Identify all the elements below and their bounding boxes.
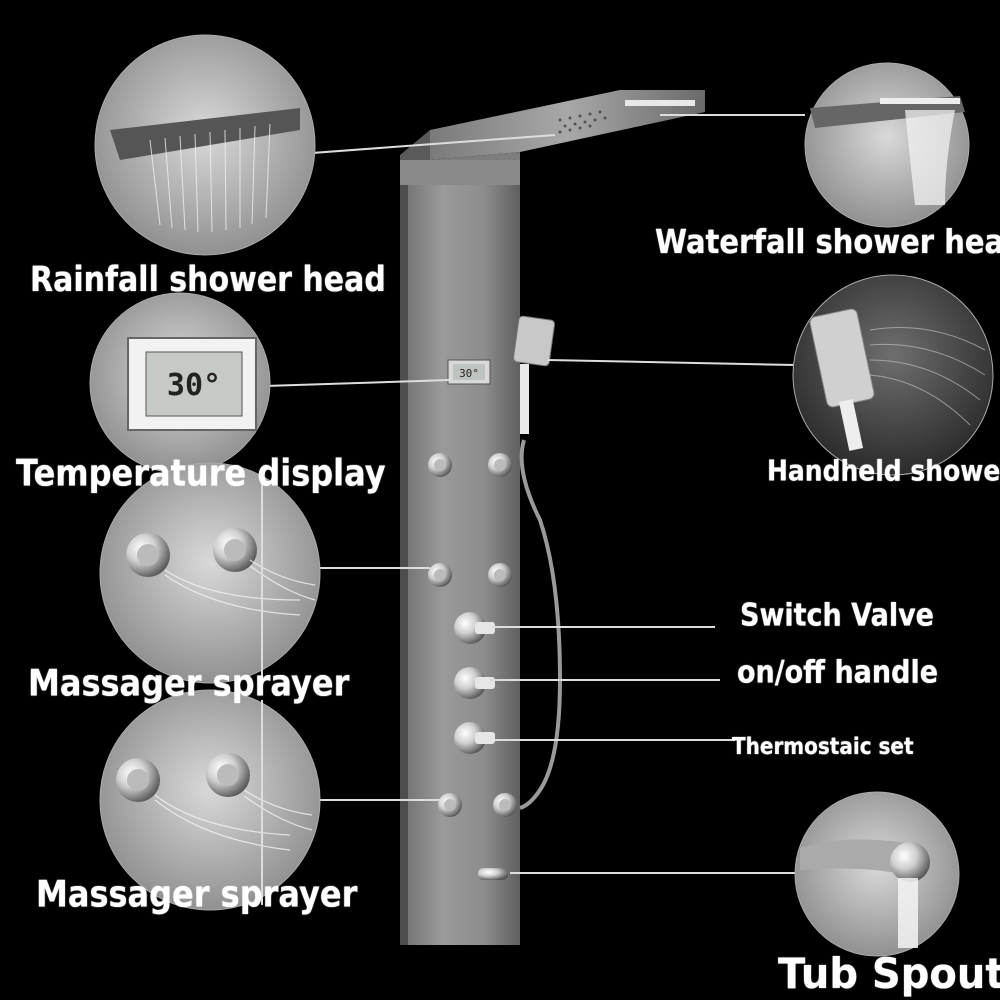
body-jets — [428, 453, 517, 817]
label-handheld-shower: Handheld shower — [767, 454, 1000, 488]
inset-waterfall — [804, 62, 970, 228]
inset-temperature: 30° — [89, 292, 271, 474]
inset-massager-1 — [99, 462, 321, 684]
inset-rainfall — [94, 34, 316, 256]
label-switch-valve: Switch Valve — [740, 598, 934, 634]
handheld-shower — [512, 315, 563, 810]
label-temperature-display: Temperature display — [16, 451, 386, 495]
shower-panel — [400, 90, 705, 945]
label-massager-sprayer-1: Massager sprayer — [28, 661, 350, 705]
control-handles — [454, 612, 495, 754]
label-onoff-handle: on/off handle — [737, 655, 939, 691]
inset-massager-2 — [99, 689, 321, 911]
label-massager-sprayer-2: Massager sprayer — [36, 872, 358, 916]
inset-tub-spout — [794, 791, 960, 957]
callout-lines — [264, 114, 805, 874]
temperature-display: 30° — [447, 359, 491, 385]
inset-handheld — [792, 274, 994, 476]
display-reading-large: 30° — [167, 368, 221, 403]
label-waterfall-shower-head: Waterfall shower head — [655, 222, 1000, 262]
label-thermostatic-set: Thermostaic set — [732, 732, 914, 760]
label-rainfall-shower-head: Rainfall shower head — [30, 260, 386, 301]
display-reading-small: 30° — [459, 367, 479, 380]
tub-spout — [478, 868, 508, 880]
label-tub-spout: Tub Spout — [778, 950, 1000, 999]
